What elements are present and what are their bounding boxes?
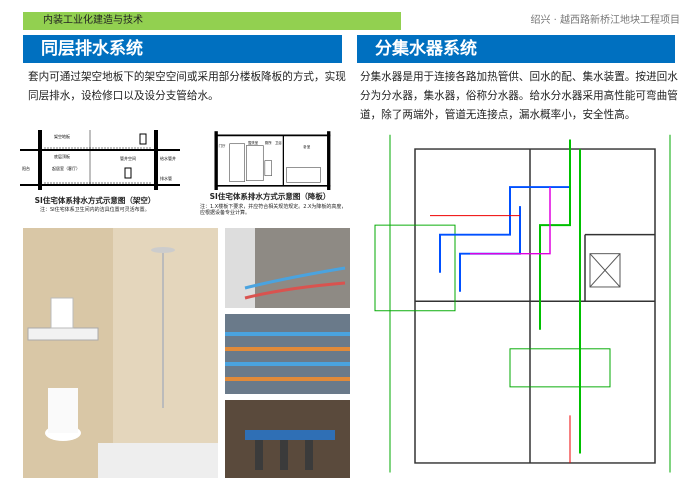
diagram1-label: 阳台 [22, 165, 30, 171]
left-title: 同层排水系统 [23, 35, 342, 63]
diagram2-label: 盥洗室 [248, 140, 259, 145]
diagram2-label: 卫浴 [275, 140, 282, 145]
manifold-photo [225, 400, 350, 478]
lowered-slab-section-diagram: 门厅 盥洗室 厕所 卫浴 卧室 [214, 131, 331, 190]
raised-floor-section-diagram: 架空地板 底层顶板 起居室（客厅） 阳台 管井空间 给水管井 排水管 [20, 130, 180, 190]
right-paragraph: 分集水器是用于连接各路加热管供、回水的配、集水装置。按进回水分为分水器，集水器，… [360, 71, 678, 121]
diagram1-label: 起居室（客厅） [52, 165, 80, 171]
water-manifold-floor-plan [370, 130, 690, 482]
diagram1-label: 底层顶板 [54, 153, 70, 159]
diagram1-caption: SI住宅体系排水方式示意图（架空） [34, 196, 156, 205]
diagram1-note: 注：SI住宅体系卫生间内的洁具位置可灵活布置。 [40, 207, 150, 213]
diagram1-label: 排水管 [160, 175, 172, 181]
pipe-layout-photo [225, 314, 350, 394]
diagram2-label: 厕所 [265, 140, 272, 145]
diagram1-label: 管井空间 [120, 155, 136, 161]
project-title: 绍兴 · 越西路新桥江地块工程项目 [530, 15, 680, 26]
section-label: 内装工业化建造与技术 [23, 12, 401, 30]
diagram2-caption: SI住宅体系排水方式示意图（降板） [209, 192, 331, 201]
diagram2-label: 门厅 [219, 143, 226, 148]
diagram1-label: 架空地板 [54, 133, 70, 139]
left-paragraph: 套内可通过架空地板下的架空空间或采用部分楼板降板的方式，实现同层排水，设检修口以… [28, 71, 346, 102]
diagram2-note: 注：1.X楼板下要求，并应符合相关规范规定。2.X为降板的高度，应根据设备专业计… [200, 204, 347, 216]
floor-pipes-photo [225, 228, 350, 308]
diagram2-label: 卧室 [304, 144, 311, 149]
bathroom-photo [23, 228, 218, 478]
diagram1-label: 给水管井 [160, 155, 176, 161]
right-title: 分集水器系统 [357, 35, 675, 63]
